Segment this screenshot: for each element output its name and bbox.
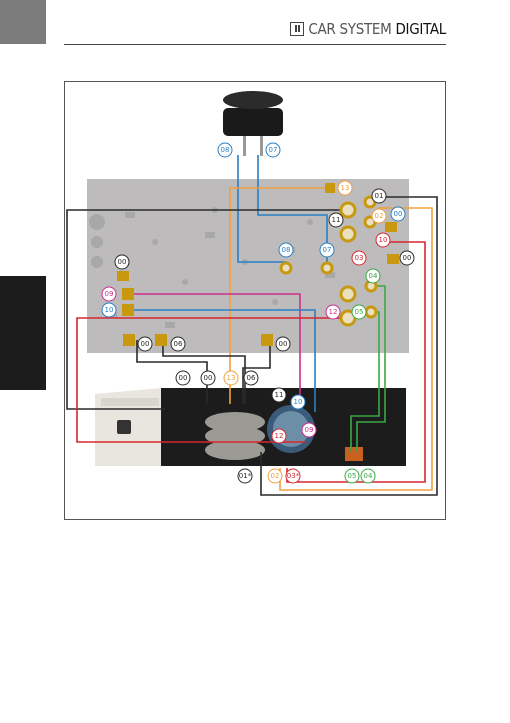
label-pad-10: 10	[105, 306, 114, 314]
speaker-body	[223, 108, 283, 136]
wire-black-00-br	[242, 340, 271, 404]
speaker-lead-right	[260, 136, 263, 156]
wire-labels: 08 07 13 01 11 02 00 10 03 08 07 00 00 0…	[101, 142, 415, 484]
label-pad-00-bl: 00	[141, 340, 150, 348]
header-rule	[64, 44, 446, 45]
label-pad-01: 01	[375, 192, 384, 200]
brand-name: CAR SYSTEM DIGITAL	[308, 20, 446, 38]
side-tab-chapter	[0, 276, 46, 390]
wire-black-01	[260, 196, 438, 496]
label-speaker-08: 08	[221, 146, 230, 154]
wire-green-04	[356, 285, 386, 452]
car-window	[117, 420, 131, 434]
label-pad-11: 11	[332, 216, 341, 224]
label-car-09: 09	[305, 426, 314, 434]
brand-logo-header: CAR SYSTEM DIGITAL	[290, 20, 446, 38]
label-car-05: 05	[348, 472, 357, 480]
speaker-top	[223, 91, 283, 109]
label-car-00a: 00	[179, 374, 188, 382]
label-pad-13: 13	[341, 184, 350, 192]
label-car-01s: 01*	[239, 472, 252, 480]
label-car-04: 04	[364, 472, 373, 480]
label-pad-05: 05	[355, 308, 364, 316]
label-car-02: 02	[271, 472, 280, 480]
label-pad-03: 03	[355, 254, 364, 262]
label-car-11: 11	[275, 391, 284, 399]
wire-magenta-09	[130, 293, 301, 400]
label-pad-00-left: 00	[118, 258, 127, 266]
label-pad-02: 02	[375, 212, 384, 220]
wire-blue-10	[130, 309, 316, 412]
car-flywheel	[205, 412, 265, 460]
label-car-06: 06	[247, 374, 256, 382]
label-pad-09: 09	[105, 290, 114, 298]
label-speaker-07: 07	[269, 146, 278, 154]
label-car-00b: 00	[204, 374, 213, 382]
wire-orange-02	[279, 207, 433, 491]
label-pad-07: 07	[323, 246, 332, 254]
wire-orange-13	[229, 187, 330, 404]
label-pad-10-red: 10	[379, 236, 388, 244]
wire-black-11	[66, 209, 348, 410]
car-connector	[345, 447, 363, 461]
label-pad-04: 04	[369, 272, 378, 280]
label-car-03s: 03*	[287, 472, 300, 480]
label-pad-00-right: 00	[403, 254, 412, 262]
label-car-13: 13	[227, 374, 236, 382]
pcb-pads	[117, 183, 399, 346]
car-roof	[101, 398, 159, 406]
pcb-board	[87, 179, 409, 353]
brand-icon	[290, 22, 305, 36]
label-pad-00-br: 00	[279, 340, 288, 348]
label-pad-06-bl: 06	[174, 340, 183, 348]
label-car-12: 12	[275, 432, 284, 440]
wiring-diagram: 08 07 13 01 11 02 00 10 03 08 07 00 00 0…	[64, 81, 446, 520]
label-pad-08: 08	[282, 246, 291, 254]
side-tab-top	[0, 0, 46, 44]
wire-red-12	[76, 317, 348, 443]
label-pad-12: 12	[329, 308, 338, 316]
wiring-diagram-svg: 08 07 13 01 11 02 00 10 03 08 07 00 00 0…	[66, 91, 438, 496]
label-pad-00-blue: 00	[394, 210, 403, 218]
wire-speaker-07	[257, 155, 328, 266]
label-car-10: 10	[294, 398, 303, 406]
speaker-lead-left	[243, 136, 246, 156]
